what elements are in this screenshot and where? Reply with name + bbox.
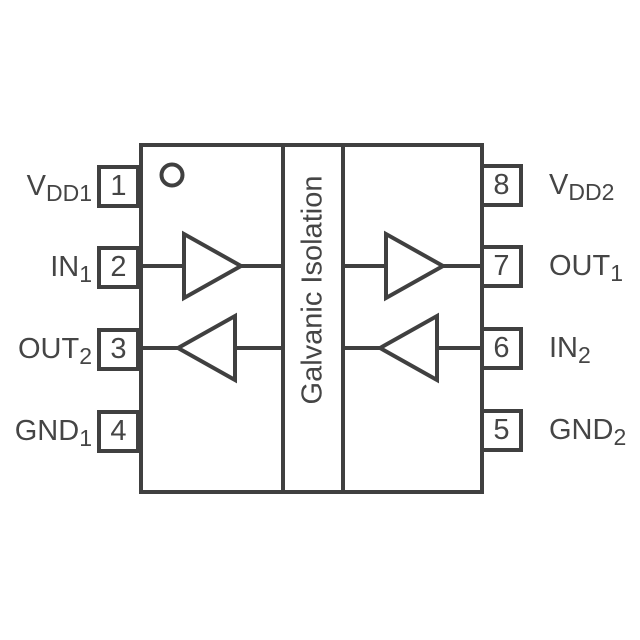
- pin-label-main: OUT: [17, 333, 80, 365]
- pin-number: 6: [493, 332, 510, 364]
- chip-body: [139, 143, 484, 494]
- pin-number: 5: [493, 414, 510, 446]
- pin-label-main: GND: [549, 414, 614, 446]
- pin-number: 8: [493, 169, 510, 201]
- pin-box-4: 4: [97, 410, 140, 453]
- pin-number: 4: [110, 415, 127, 447]
- pin-number: 1: [110, 170, 127, 202]
- isolation-barrier-left-line: [281, 143, 285, 494]
- isolation-barrier-right-line: [341, 143, 345, 494]
- pin-label-subscript: DD2: [568, 179, 615, 205]
- buffer-left-icon: [375, 312, 439, 384]
- pin-label-main: IN: [549, 332, 578, 364]
- pin-label-subscript: 1: [610, 260, 624, 286]
- pin-box-5: 5: [480, 409, 523, 452]
- pin-label-subscript: 2: [578, 342, 591, 368]
- pin-box-8: 8: [480, 164, 523, 207]
- pin-number: 7: [493, 250, 510, 282]
- pin-number: 3: [110, 333, 127, 365]
- buffer-right-icon: [384, 230, 448, 302]
- pin-label-subscript: 1: [79, 425, 92, 451]
- pin-box-6: 6: [480, 327, 523, 370]
- pin-label-main: V: [26, 170, 46, 202]
- pin-label-main: GND: [14, 415, 80, 447]
- pin-label-subscript: 2: [79, 343, 92, 369]
- pin-label-main: OUT: [549, 250, 611, 282]
- pin-box-1: 1: [97, 165, 140, 208]
- buffer-right-icon: [182, 230, 246, 302]
- pin1-marker-circle-icon: [159, 162, 185, 188]
- pin-box-7: 7: [480, 245, 523, 288]
- pin-label-main: V: [549, 169, 569, 201]
- pin-box-2: 2: [97, 246, 140, 289]
- isolation-label: Galvanic Isolation: [296, 175, 329, 405]
- pin-box-3: 3: [97, 328, 140, 371]
- pin-label-subscript: DD1: [45, 180, 92, 206]
- buffer-left-icon: [173, 312, 237, 384]
- pin-label-subscript: 1: [79, 261, 92, 287]
- pin-label-subscript: 2: [613, 424, 627, 450]
- pin-number: 2: [110, 251, 127, 283]
- pin-label-main: IN: [50, 251, 80, 283]
